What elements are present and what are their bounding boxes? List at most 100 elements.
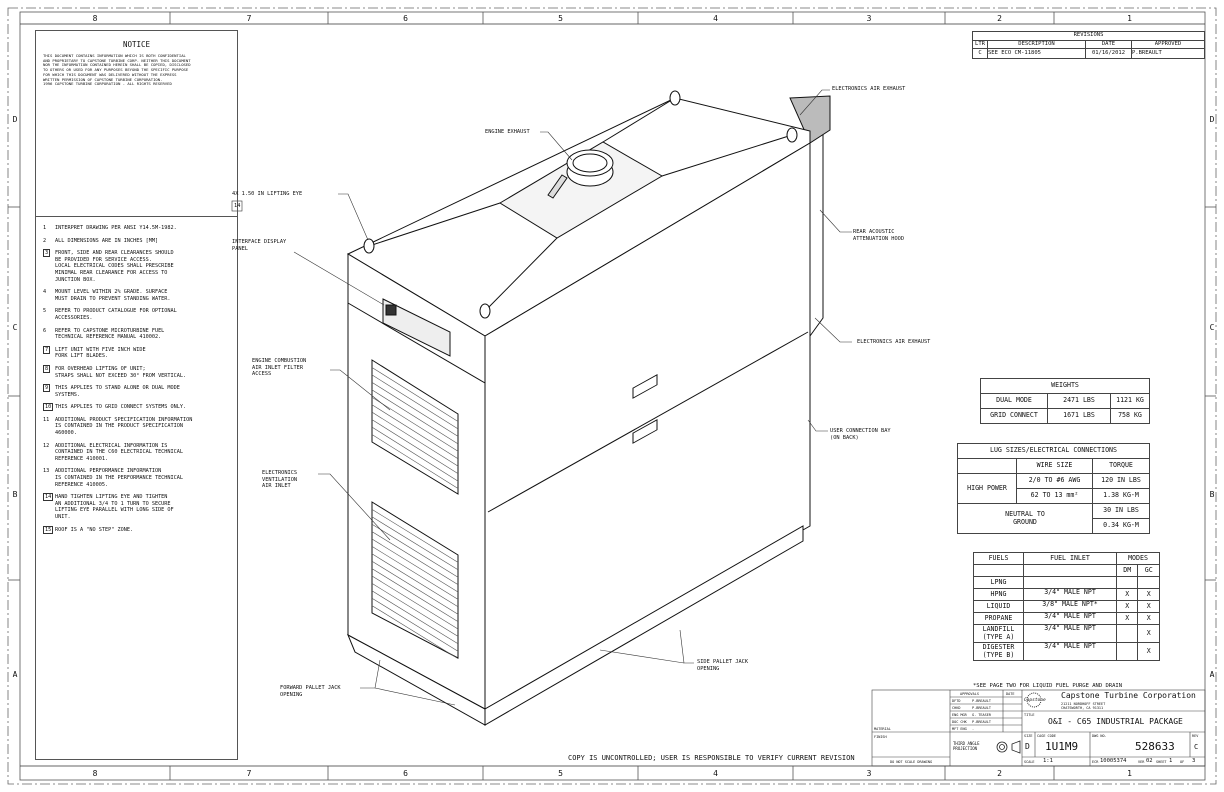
note-number-text: 7 (43, 345, 51, 354)
callout-lifting-eye-note: 14 (234, 203, 241, 209)
tb-ver-label: VER (1138, 760, 1145, 764)
tb-dwg-number: 528633 (1135, 740, 1175, 753)
zone-column-label: 5 (558, 14, 563, 23)
note-text: THIS APPLIES TO GRID CONNECT SYSTEMS ONL… (55, 404, 187, 411)
zone-row-label: D (1209, 115, 1215, 124)
tb-approvals: APPROVALS (960, 692, 979, 696)
note-number-text: 2 (43, 237, 47, 244)
drawing-title: O&I - C65 INDUSTRIAL PACKAGE (1048, 717, 1183, 726)
notice-text: THIS DOCUMENT CONTAINS INFORMATION WHICH… (43, 53, 191, 87)
rear-acoustic-hood (809, 124, 824, 338)
fuel-name: LANDFILL (TYPE A) (973, 624, 1024, 643)
zone-column-label: 3 (866, 769, 872, 778)
capstone-logo: Capstone (1024, 698, 1046, 703)
signoff-name: - (972, 727, 975, 731)
weight-kg: 1121 KG (1110, 393, 1150, 409)
callout-lifting-eye: 4X 1.50 IN LIFTING EYE (232, 191, 303, 197)
note-text: REFER TO CAPSTONE MICROTURBINE FUEL TECH… (55, 327, 165, 341)
lug-torque: 1.38 KG-M (1092, 488, 1150, 504)
lifting-eye-icons (363, 90, 798, 319)
signoff-role: MFT ENG (952, 727, 967, 731)
zone-column-label: 6 (403, 769, 408, 778)
fuel-dm: X (1115, 588, 1139, 601)
note-number-text: 9 (43, 384, 51, 393)
lugs-title: LUG SIZES/ELECTRICAL CONNECTIONS (957, 443, 1150, 459)
tb-ecr: 10005374 (1100, 758, 1127, 764)
rev-header-date: DATE (1085, 39, 1132, 49)
note-number: 2 (43, 238, 55, 245)
rev-ltr: C (972, 48, 988, 59)
zone-row-label: D (12, 115, 18, 124)
fuel-inlet: 3/4" MALE NPT (1023, 612, 1117, 625)
tb-of: 3 (1192, 758, 1196, 764)
fuel-dm (1115, 576, 1139, 589)
note-number: 9 (43, 384, 55, 398)
callout-electronics-air-exhaust-top: ELECTRONICS AIR EXHAUST (832, 86, 906, 92)
signoff-role: CHKD (952, 706, 961, 710)
rev-header-ltr: LTR (972, 39, 988, 49)
tb-sheet: 1 (1169, 758, 1173, 764)
note-number: 8 (43, 364, 55, 379)
callout-electronics-inlet: ELECTRONICS VENTILATION AIR INLET (262, 470, 298, 489)
side-handle (632, 419, 658, 444)
tb-cage-label: CAGE CODE (1037, 734, 1056, 738)
note-number: 1 (43, 225, 55, 232)
lugs-high-power: HIGH POWER (957, 473, 1017, 504)
note-text: LIFT UNIT WITH FIVE INCH WIDE FORK LIFT … (55, 346, 146, 360)
zone-row-label: A (1209, 670, 1215, 679)
side-handle (632, 374, 658, 399)
tb-size-label: SIZE (1024, 734, 1033, 738)
fuel-row: LPNG (973, 576, 1160, 589)
zone-column-label: 8 (92, 769, 98, 778)
lug-sizes-table: LUG SIZES/ELECTRICAL CONNECTIONS WIRE SI… (957, 443, 1150, 534)
mode-dm: DM (1115, 564, 1139, 577)
zone-row-label: B (12, 490, 18, 499)
zone-row-label: A (12, 670, 18, 679)
note-number-text: 8 (43, 364, 51, 373)
microturbine-unit (346, 90, 831, 726)
zone-column-label: 4 (713, 14, 718, 23)
note-number: 10 (43, 403, 55, 412)
callout-engine-exhaust: ENGINE EXHAUST (485, 129, 530, 135)
zone-row-label: C (12, 323, 18, 332)
note-number: 15 (43, 525, 55, 534)
revision-row: C SEE ECO CM-11805 01/16/2012 P.BREAULT (972, 48, 1205, 59)
tb-title-label: TITLE (1024, 713, 1035, 717)
tb-scale-label: SCALE (1024, 760, 1035, 764)
note-number: 6 (43, 328, 55, 341)
note-number-text: 6 (43, 327, 47, 334)
note-text: MOUNT LEVEL WITHIN 2% GRADE. SURFACE MUS… (55, 289, 171, 302)
notice-box: NOTICE THIS DOCUMENT CONTAINS INFORMATIO… (36, 40, 237, 217)
note-number-text: 15 (43, 525, 54, 534)
weight-mode: DUAL MODE (980, 393, 1048, 409)
note-text: ALL DIMENSIONS ARE IN INCHES [MM] (55, 237, 159, 244)
note-number: 12 (43, 443, 55, 463)
fuel-gc: X (1137, 588, 1160, 601)
zone-column-label: 2 (997, 769, 1002, 778)
note-text: ADDITIONAL PRODUCT SPECIFICATION INFORMA… (55, 416, 193, 437)
zone-row-label: B (1209, 490, 1215, 499)
tb-of-label: OF (1180, 760, 1185, 764)
fuel-name: PROPANE (973, 612, 1024, 625)
zone-column-label: 1 (1127, 14, 1132, 23)
lug-torque: 0.34 KG-M (1092, 518, 1150, 534)
zone-column-label: 7 (246, 769, 252, 778)
fuel-inlet: 3/4" MALE NPT (1023, 642, 1117, 661)
fuel-name: HPNG (973, 588, 1024, 601)
zone-column-label: 5 (558, 769, 563, 778)
fuels-footnote: *SEE PAGE TWO FOR LIQUID FUEL PURGE AND … (973, 683, 1123, 689)
fuel-inlet-header: FUEL INLET (1023, 552, 1117, 565)
